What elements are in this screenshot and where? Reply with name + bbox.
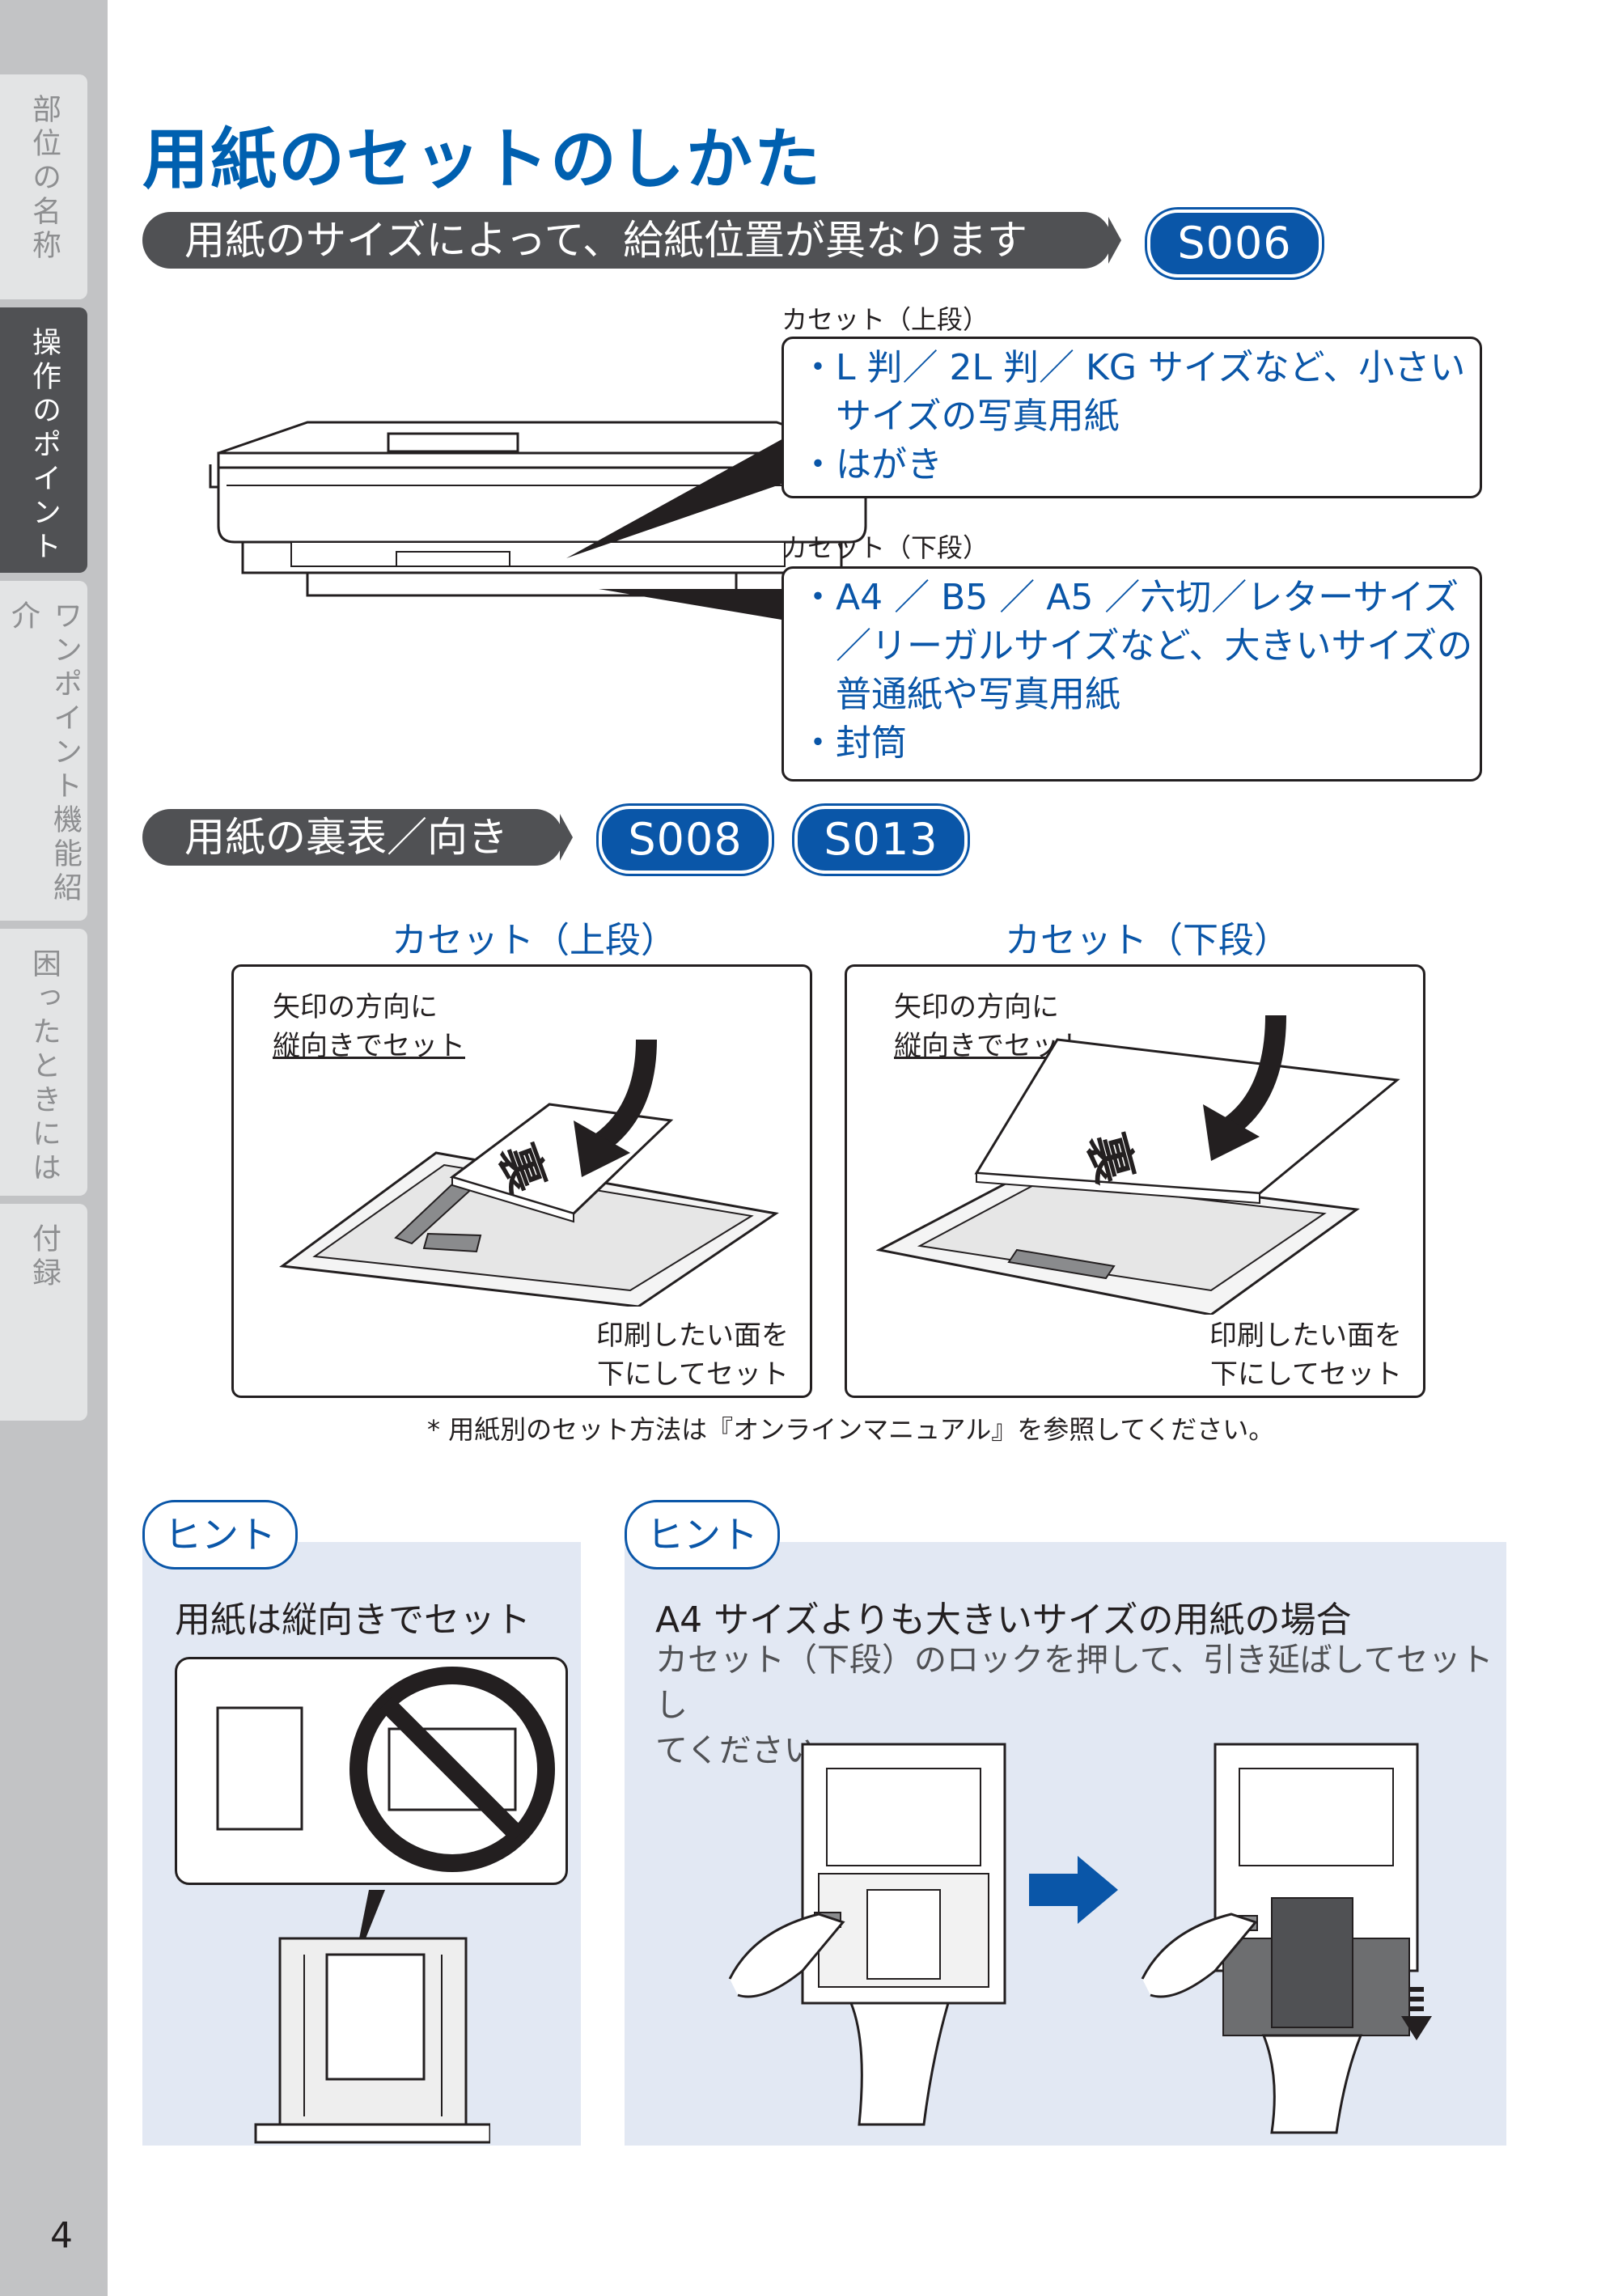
hint-title: A4 サイズよりも大きいサイズの用紙の場合 bbox=[655, 1599, 1352, 1641]
caption-upper-cassette: カセット（上段） bbox=[781, 304, 989, 335]
panel-lower-cassette: 矢印の方向に 縦向きでセット 裏 印刷したい面を 下にしてセット bbox=[845, 964, 1425, 1398]
side-tab-label: ワンポイント機能紹介 bbox=[6, 600, 82, 906]
down-arrow-icon bbox=[1401, 2016, 1432, 2040]
section-heading-paper-size: 用紙のサイズによって、給紙位置が異なります bbox=[142, 212, 1121, 269]
lower-line: ／リーガルサイズなど、大きいサイズの bbox=[800, 625, 1473, 667]
panel-bottom-line: 印刷したい面を bbox=[1209, 1320, 1402, 1352]
hint-panel-orientation: 用紙は縦向きでセット bbox=[142, 1542, 581, 2146]
upper-line: ・はがき bbox=[800, 444, 942, 485]
panel-upper-cassette: 矢印の方向に 縦向きでセット 裏 印刷したい面を 下にしてセット bbox=[231, 964, 812, 1398]
panel-bottom-line: 印刷したい面を bbox=[596, 1320, 789, 1352]
lower-cassette-illustration: 裏 bbox=[875, 1015, 1400, 1315]
panel-bottom-note: 印刷したい面を 下にしてセット bbox=[596, 1316, 789, 1394]
right-arrow-icon bbox=[1029, 1856, 1118, 1924]
orientation-example-box bbox=[175, 1657, 568, 1885]
side-tab-operation[interactable]: 操作のポイント bbox=[0, 307, 87, 573]
badge-s008[interactable]: S008 bbox=[599, 806, 772, 874]
cassette-extend-illustration bbox=[728, 1743, 1432, 2134]
upper-cassette-box: ・L 判／ 2L 判／ KG サイズなど、小さい サイズの写真用紙 ・はがき bbox=[781, 337, 1482, 498]
page-title: 用紙のセットのしかた bbox=[142, 121, 823, 198]
section-heading-orientation: 用紙の裏表／向き bbox=[142, 809, 573, 866]
lower-line: ・A4 ／ B5 ／ A5 ／六切／レターサイズ bbox=[800, 577, 1459, 618]
hint-panel-large-paper: A4 サイズよりも大きいサイズの用紙の場合 カセット（下段）のロックを押して、引… bbox=[625, 1542, 1506, 2146]
panel-instruction-link-text: 縦向きでセット bbox=[273, 1030, 465, 1062]
panel-bottom-line: 下にしてセット bbox=[1210, 1358, 1402, 1391]
printer-illustration bbox=[209, 421, 867, 623]
upper-cassette-illustration: 裏 bbox=[279, 1039, 779, 1307]
lower-cassette-box: ・A4 ／ B5 ／ A5 ／六切／レターサイズ ／リーガルサイズなど、大きいサ… bbox=[781, 566, 1482, 782]
side-tab-label: 困ったときには bbox=[28, 948, 61, 1186]
panel-instruction: 矢印の方向に bbox=[273, 991, 438, 1023]
panel-bottom-note: 印刷したい面を 下にしてセット bbox=[1209, 1316, 1402, 1394]
hint-body-line: カセット（下段）のロックを押して、引き延ばしてセットし bbox=[655, 1642, 1493, 1724]
hint-title: 用紙は縦向きでセット bbox=[175, 1599, 531, 1641]
side-tab-parts[interactable]: 部位の名称 bbox=[0, 74, 87, 299]
panel-instruction-underlined: 縦向きでセット bbox=[273, 1027, 465, 1065]
side-tab-label: 付録 bbox=[28, 1223, 61, 1291]
side-tab-label: 操作のポイント bbox=[28, 327, 61, 565]
orientation-example-svg bbox=[216, 1667, 555, 1872]
lower-line: ・封筒 bbox=[800, 722, 907, 764]
badge-s006[interactable]: S006 bbox=[1147, 210, 1322, 277]
panel-instruction: 矢印の方向に bbox=[894, 991, 1059, 1023]
upper-line: ・L 判／ 2L 判／ KG サイズなど、小さい bbox=[800, 347, 1466, 388]
panel-head-lower: カセット（下段） bbox=[1005, 920, 1290, 961]
side-tab-trouble[interactable]: 困ったときには bbox=[0, 929, 87, 1196]
prohibited-icon bbox=[349, 1667, 555, 1872]
lower-line: 普通紙や写真用紙 bbox=[800, 674, 1120, 715]
side-tab-strip: 部位の名称 操作のポイント ワンポイント機能紹介 困ったときには 付録 bbox=[0, 0, 108, 2296]
footnote: * 用紙別のセット方法は『オンラインマニュアル』を参照してください。 bbox=[427, 1414, 1275, 1445]
side-tab-features[interactable]: ワンポイント機能紹介 bbox=[0, 581, 87, 921]
upper-line: サイズの写真用紙 bbox=[800, 396, 1120, 437]
hint-tag: ヒント bbox=[625, 1500, 780, 1569]
panel-bottom-line: 下にしてセット bbox=[597, 1358, 789, 1391]
page-number: 4 bbox=[50, 2215, 73, 2256]
cassette-portrait-illustration bbox=[254, 1890, 490, 2144]
badge-s013[interactable]: S013 bbox=[794, 806, 968, 874]
side-tab-label: 部位の名称 bbox=[28, 94, 61, 264]
side-tab-appendix[interactable]: 付録 bbox=[0, 1204, 87, 1421]
hint-tag: ヒント bbox=[142, 1500, 298, 1569]
caption-lower-cassette: カセット（下段） bbox=[781, 532, 989, 563]
portrait-paper-icon bbox=[216, 1706, 303, 1831]
panel-head-upper: カセット（上段） bbox=[392, 920, 676, 961]
